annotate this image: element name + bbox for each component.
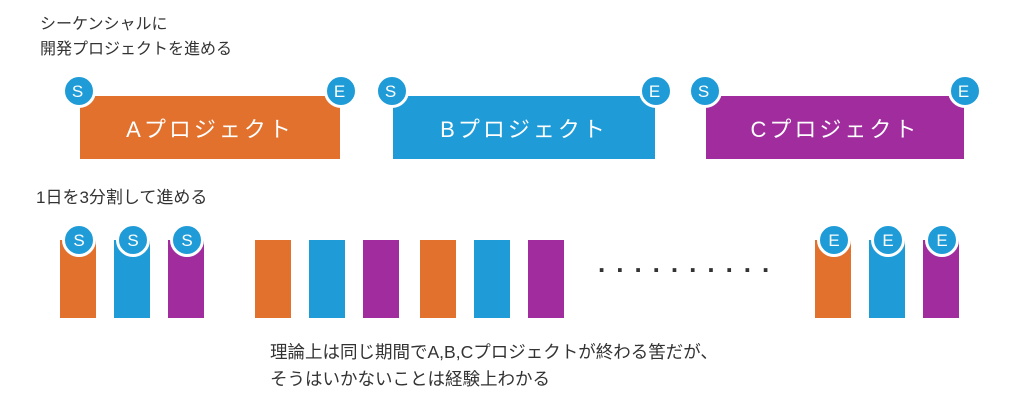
start-badge: S bbox=[170, 223, 204, 257]
project-bar: Bプロジェクト S E bbox=[375, 74, 673, 159]
bottom-note-line1: 理論上は同じ期間でA,B,Cプロジェクトが終わる筈だが、 bbox=[270, 342, 718, 362]
sequential-section-label: シーケンシャルに 開発プロジェクトを進める bbox=[40, 13, 232, 63]
mini-bar bbox=[528, 240, 564, 318]
start-badge: S bbox=[688, 74, 722, 108]
sequential-label-line1: シーケンシャルに bbox=[40, 16, 168, 33]
project-label: Aプロジェクト bbox=[126, 116, 294, 142]
bottom-note-line2: そうはいかないことは経験上わかる bbox=[270, 369, 550, 390]
end-badge: E bbox=[925, 223, 959, 257]
project-label: Bプロジェクト bbox=[440, 116, 608, 142]
project-bar: Cプロジェクト S E bbox=[688, 74, 982, 159]
end-badge: E bbox=[948, 74, 982, 108]
start-badge: S bbox=[62, 223, 96, 257]
ellipsis-dots: .......... bbox=[598, 248, 781, 278]
start-badge: S bbox=[375, 74, 409, 108]
start-badge: S bbox=[116, 223, 150, 257]
bottom-note: 理論上は同じ期間でA,B,Cプロジェクトが終わる筈だが、 そうはいかないことは経… bbox=[270, 339, 718, 393]
mini-bar bbox=[363, 240, 399, 318]
project-bar: Aプロジェクト S E bbox=[62, 74, 358, 159]
mini-bar bbox=[255, 240, 291, 318]
start-badge: S bbox=[62, 74, 96, 108]
end-badge: E bbox=[871, 223, 905, 257]
mini-bar bbox=[420, 240, 456, 318]
project-label: Cプロジェクト bbox=[750, 116, 920, 142]
end-badge: E bbox=[324, 74, 358, 108]
mini-bar bbox=[474, 240, 510, 318]
mini-bar bbox=[309, 240, 345, 318]
sequential-label-line2: 開発プロジェクトを進める bbox=[40, 40, 233, 58]
divided-section-label: 1日を3分割して進める bbox=[36, 188, 208, 207]
end-badge: E bbox=[639, 74, 673, 108]
end-badge: E bbox=[817, 223, 851, 257]
